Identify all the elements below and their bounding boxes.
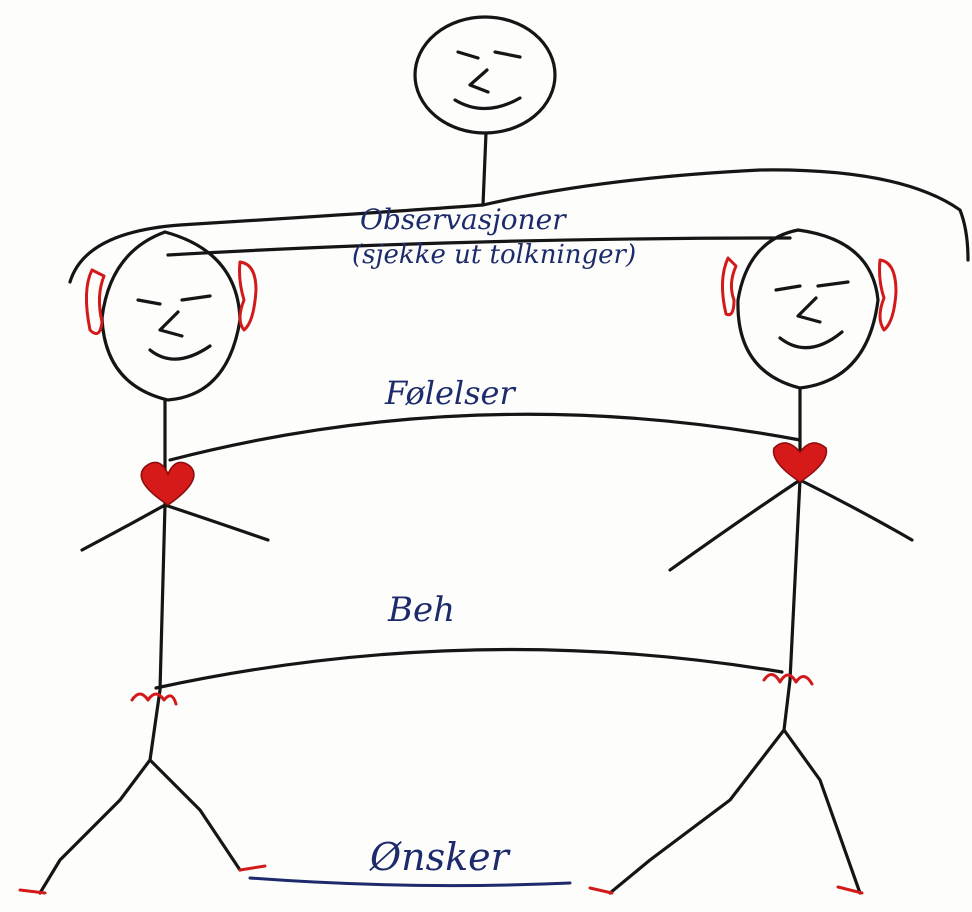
label-behavior: Beh: [388, 590, 455, 630]
person-right: [590, 230, 912, 893]
person-left-ear-right: [240, 262, 257, 330]
observer-head: [415, 17, 555, 133]
person-left-eyes: [138, 296, 210, 304]
person-right-nose: [798, 298, 820, 322]
label-feelings: Følelser: [385, 374, 515, 412]
observer-neck: [483, 133, 486, 205]
observer-eyes: [458, 52, 520, 58]
label-wishes: Ønsker: [370, 835, 509, 879]
person-right-arms: [670, 480, 912, 570]
behavior-line: [156, 649, 782, 688]
person-left-ear-left: [86, 270, 104, 334]
feelings-line: [170, 414, 800, 460]
wishes-line: [250, 878, 570, 886]
observer-nose: [470, 70, 488, 92]
person-right-ear-right: [880, 260, 897, 330]
person-right-mouth: [780, 332, 842, 348]
person-left-nose: [160, 312, 182, 336]
person-right-head: [738, 230, 878, 388]
person-left: [20, 232, 268, 893]
person-left-mouth: [150, 346, 210, 359]
person-right-eyes: [776, 282, 848, 290]
person-left-feet: [20, 866, 265, 893]
label-interpretations: (sjekke ut tolkninger): [352, 240, 636, 270]
person-left-hands-marker: [132, 694, 176, 704]
label-observations: Observasjoner: [360, 203, 566, 236]
person-left-heart-icon: [141, 462, 194, 505]
person-right-ear-left: [722, 258, 736, 315]
person-right-hands-marker: [764, 674, 812, 684]
person-left-leg-right: [150, 760, 240, 870]
person-left-arms: [82, 505, 268, 550]
person-right-feet: [590, 887, 862, 893]
person-right-body: [610, 388, 800, 893]
person-left-head: [102, 232, 240, 400]
person-right-leg-right: [784, 730, 860, 893]
observer-mouth: [455, 98, 520, 109]
